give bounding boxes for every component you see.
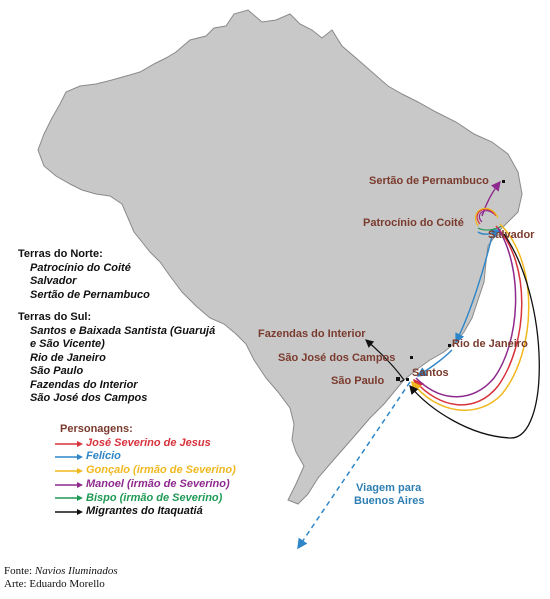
legend-sul-item: Rio de Janeiro (30, 351, 106, 364)
source-credit: Fonte: Navios Iluminados Arte: Eduardo M… (4, 565, 118, 591)
legend-personagem-row: Felício (54, 450, 236, 464)
source-line: Fonte: Navios Iluminados (4, 565, 118, 578)
legend-personagem-name: Manoel (irmão de Severino) (86, 477, 230, 490)
legend-sul-item: Santos e Baixada Santista (Guarujá (30, 324, 216, 337)
route-coite-salvador-blue (477, 229, 502, 239)
route-loop-coite-purple (478, 210, 495, 223)
label-sp: São Paulo (331, 375, 384, 387)
brazil-territory (37, 9, 523, 505)
legend-norte-title: Terras do Norte: (18, 248, 103, 260)
label-salvador: Salvador (488, 229, 535, 241)
marker-rio (448, 344, 451, 347)
legend-sul-item: São Paulo (30, 365, 84, 377)
route-coite-salvador-green (477, 225, 503, 231)
legend-personagem-name: Bispo (irmão de Severino) (86, 491, 223, 504)
label-sea-line1: Viagem para (356, 482, 422, 494)
legend-sul-title: Terras do Sul: (18, 311, 92, 323)
marker-santos (406, 378, 409, 381)
label-coite: Patrocínio do Coité (363, 217, 464, 229)
legend-norte: Terras do Norte: Patrocínio do Coité Sal… (18, 248, 278, 302)
legend-personagem-row: Bispo (irmão de Severino) (54, 492, 236, 506)
legend-arrow-icon (55, 467, 83, 474)
route-purple-salvador-santos (415, 227, 517, 398)
route-black-salvador-santos (409, 233, 540, 439)
legend-personagem-row: José Severino de Jesus (54, 437, 236, 451)
route-buenos-aires (297, 381, 411, 550)
legend-personagem-name: Felício (86, 450, 121, 463)
legend-arrow-icon (55, 509, 83, 516)
label-sea-line2: Buenos Aires (354, 495, 425, 507)
legend-personagem-row: Gonçalo (irmão de Severino) (54, 464, 236, 478)
route-red-salvador-santos (413, 225, 523, 406)
legend-sul: Terras do Sul: Santos e Baixada Santista… (18, 311, 278, 406)
route-yellow-salvador-santos (411, 223, 530, 411)
legend-sul-item: Fazendas do Interior (30, 378, 138, 391)
marker-sertao (502, 180, 505, 183)
route-manoel-sertao (481, 180, 501, 217)
legend-norte-item: Patrocínio do Coité (30, 261, 131, 274)
label-sertao: Sertão de Pernambuco (369, 175, 489, 187)
legend-personagem-name: José Severino de Jesus (86, 436, 211, 449)
legend-arrow-icon (55, 454, 83, 461)
legend-arrow-icon (55, 495, 83, 502)
label-sjc: São José dos Campos (278, 352, 395, 364)
marker-sjc (410, 356, 413, 359)
route-loop-coite-red (476, 208, 497, 225)
legend-sul-item: São José dos Campos (30, 392, 148, 404)
route-blue-salvador-rio (455, 235, 493, 344)
label-santos: Santos (412, 367, 449, 379)
legend-arrow-icon (55, 440, 83, 447)
route-blue-rio-santos (416, 349, 453, 377)
route-loop-coite-yellow (475, 207, 499, 227)
route-santos-sp (399, 379, 405, 383)
source-label: Fonte: (4, 565, 33, 577)
label-rio: Rio de Janeiro (452, 338, 528, 350)
legend-personagem-name: Gonçalo (irmão de Severino) (86, 464, 236, 477)
legend-norte-item: Sertão de Pernambuco (30, 288, 150, 301)
label-fazendas: Fazendas do Interior (258, 328, 366, 340)
legend-sul-item: e São Vicente) (30, 338, 105, 350)
legend-norte-item: Salvador (30, 275, 77, 287)
source-art: Arte: Eduardo Morello (4, 578, 105, 590)
marker-sp (396, 377, 400, 381)
legend-personagens-title: Personagens: (60, 423, 133, 435)
legend-arrow-icon (55, 481, 83, 488)
legend-personagem-row: Migrantes do Itaquatiá (54, 505, 236, 519)
legend-personagem-row: Manoel (irmão de Severino) (54, 478, 236, 492)
source-title: Navios Iluminados (34, 565, 118, 577)
legend-personagem-name: Migrantes do Itaquatiá (86, 505, 203, 518)
route-black-santos-fazendas (365, 339, 405, 381)
